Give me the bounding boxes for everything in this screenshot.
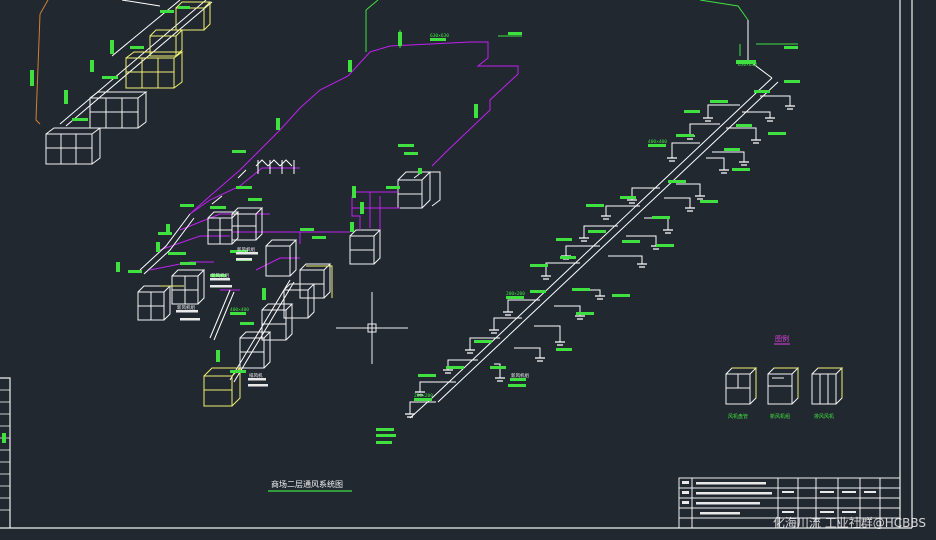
crosshair-cursor (336, 292, 408, 364)
right-riser (699, 0, 798, 56)
note-unit-b: 新风机组 (211, 272, 229, 279)
note-unit-a: 新风机组 (237, 246, 255, 253)
right-dimension-labels (376, 46, 800, 444)
title-block (678, 477, 901, 529)
top-left-yellow-units (125, 1, 212, 89)
left-center-units (137, 207, 332, 369)
legend-label-3: 排风风机 (814, 413, 834, 420)
left-center-ducts (149, 167, 301, 291)
legend-yellow-edges (732, 367, 843, 398)
dim-right-b: 400×400 (648, 139, 667, 145)
center-dimension-labels (232, 32, 522, 155)
left-center-duct-lines (139, 159, 295, 383)
title-block-text (682, 481, 876, 515)
center-green-labels (350, 168, 422, 232)
right-diffusers (405, 105, 795, 418)
left-margin-table (0, 389, 10, 511)
right-duct-system (409, 20, 791, 419)
dim-small-b: 200×200 (414, 393, 433, 399)
top-left-ducts (59, 0, 213, 127)
drawing-title: 商场二层通风系统图 (271, 479, 343, 489)
center-riser (365, 0, 522, 52)
legend-box-2 (767, 367, 800, 405)
top-left-units (45, 91, 148, 165)
left-center-yellow-units (160, 265, 333, 407)
legend-label-1: 风机盘管 (728, 413, 748, 420)
top-left-orange-pipe (35, 0, 49, 125)
dim-center-a: 630×630 (430, 33, 449, 39)
legend-title: 图例 (775, 334, 789, 343)
note-unit-d: 排风机 (249, 372, 263, 379)
top-left-green-labels (30, 6, 190, 121)
drawing-frame (0, 0, 913, 529)
dim-right-e: 200×200 (506, 291, 525, 297)
legend-box-3 (811, 367, 844, 405)
dim-right-top: 630×630 (738, 62, 757, 68)
watermark: 化海川流 工业社群@HCBBS (772, 516, 926, 530)
legend-box-1 (725, 367, 758, 405)
dim-left-a: 400×400 (230, 307, 249, 313)
note-unit-e: 新风机组 (511, 372, 529, 379)
legend-label-2: 新风机组 (770, 413, 790, 420)
center-unit-cluster (349, 171, 441, 265)
center-ducts (300, 191, 400, 233)
note-unit-c: 新风机组 (177, 304, 195, 311)
left-center-white-notes (176, 252, 268, 387)
